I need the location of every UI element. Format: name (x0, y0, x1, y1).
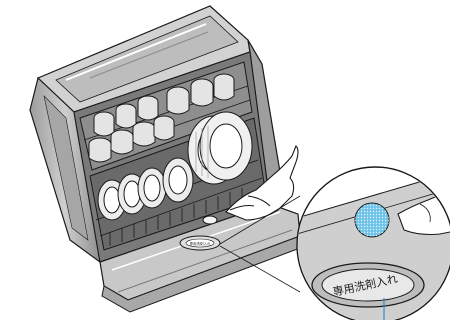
callout-zoom (290, 166, 450, 320)
small-compartment-label: 専用洗剤入れ (190, 241, 211, 246)
detergent-compartment-small: 専用洗剤入れ (180, 236, 220, 250)
